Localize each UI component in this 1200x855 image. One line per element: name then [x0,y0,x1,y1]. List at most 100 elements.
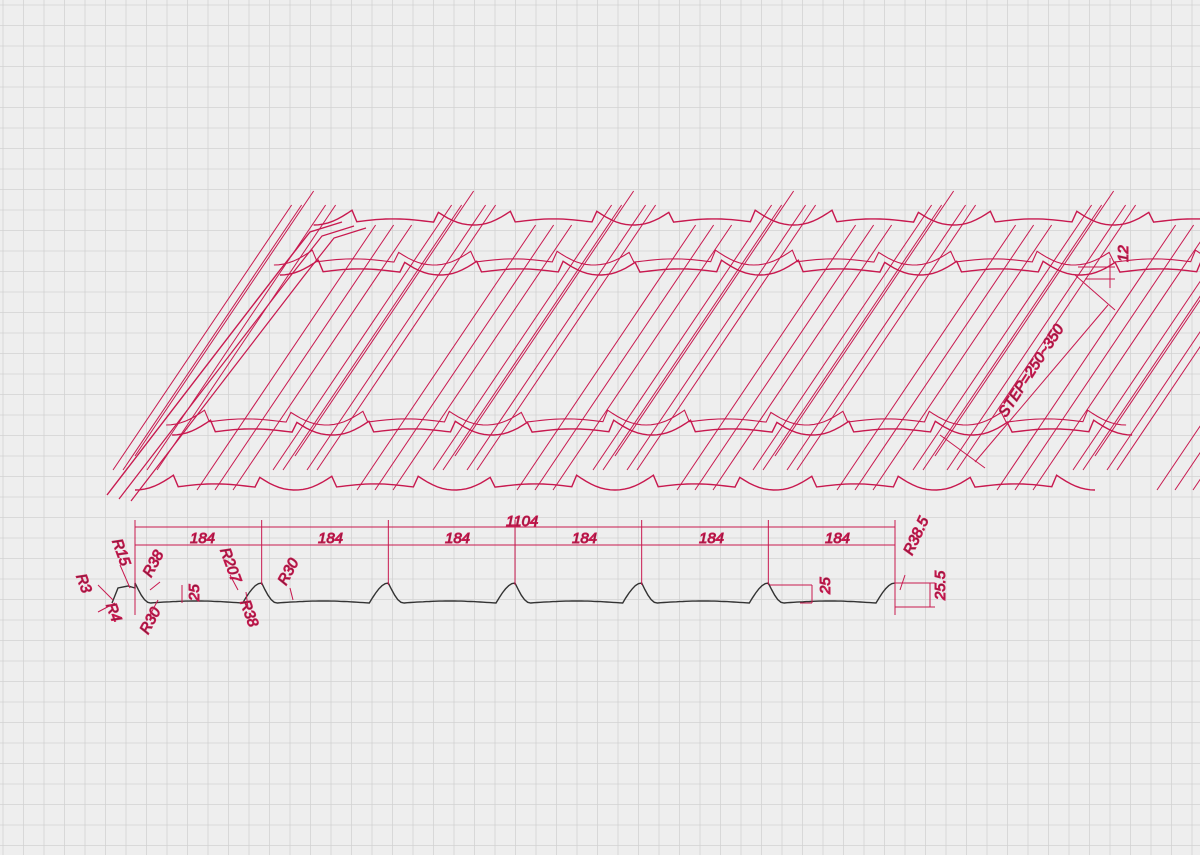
radius-label: R30 [137,604,165,637]
radius-leader-line [899,574,906,591]
sheet-valley-line [516,224,697,491]
sheet-wave-edge [134,474,1096,491]
sheet-side-lap [106,221,343,496]
step-dimension-line [974,304,1109,463]
sheet-ridge-line [786,204,967,471]
sheet-ridge-line [432,204,613,471]
sheet-ridge-line [454,190,635,457]
sheet-wave-edge [172,419,1133,436]
height-label: 25 [817,577,834,595]
sheet-ridge-line [956,204,1137,471]
step-label: STEP=250~350 [995,321,1068,420]
sheet-ridge-line [442,204,623,471]
sheet-valley-line [1032,241,1200,491]
segment-width-label: 184 [318,530,343,547]
sheet-ridge-line [306,204,487,471]
sheet-wave-edge [313,209,1200,226]
radius-label: R30 [275,555,303,588]
sheet-ridge-line [156,204,337,471]
radius-label: R38 [140,547,168,580]
radius-leader-line [119,564,131,589]
sheet-valley-line [534,224,715,491]
radius-label: R3 [72,572,95,596]
sheet-valley-line [196,224,377,491]
sheet-ridge-line [912,204,1093,471]
height-label: 25.5 [932,570,949,601]
sheet-ridge-line [476,204,657,471]
sheet-valley-line [996,224,1177,491]
radius-leader-line [229,574,239,591]
sheet-ridge-line [592,204,773,471]
radius-leader-line [289,587,294,601]
sheet-valley-line [1014,224,1195,491]
radius-label: R15 [108,537,134,569]
sheet-valley-line [694,224,875,491]
step-extension-line [939,434,986,469]
radius-leader-line [97,602,116,613]
radius-leader-line [245,591,249,609]
sheet-ridge-line [946,204,1127,471]
segment-width-label: 184 [572,530,597,547]
radius-label: R4 [102,601,125,625]
sheet-ridge-line [316,204,497,471]
radius-leader-line [149,599,159,616]
sheet-valley-line [214,224,395,491]
sheet-valley-line [232,224,413,491]
sheet-ridge-line [752,204,933,471]
segment-width-label: 184 [190,530,215,547]
sheet-valley-line [392,224,573,491]
sheet-step-edge [166,409,1127,426]
sheet-ridge-line [134,190,315,457]
sheet-side-lap [130,227,367,502]
step-extension-line [1074,274,1116,311]
radius-label: R207 [216,546,244,586]
sheet-ridge-line [774,190,955,457]
sheet-ridge-line [602,204,783,471]
sheet-valley-line [872,224,1053,491]
sheet-valley-line [712,224,893,491]
profile-curve [111,582,896,604]
sheet-side-lap [118,225,355,500]
sheet-ridge-line [636,204,817,471]
height-label: 25 [186,584,203,602]
sheet-valley-line [836,224,1017,491]
sheet-ridge-line [614,190,795,457]
sheet-ridge-line [282,204,463,471]
profile-dimensions: 1104 184 184 184 184 184 184 25 25 25.5 … [72,513,950,638]
sheet-ridge-line [626,204,807,471]
sheet-ridge-line [146,204,327,471]
segment-width-label: 184 [445,530,470,547]
sheet-ridge-line [1072,280,1200,471]
sheet-valley-line [552,224,733,491]
sheet-ridge-line [272,204,453,471]
sheet-wave-edge [279,259,1200,276]
sheet-ridge-line [1106,331,1200,471]
sheet-ridge-line [1116,345,1200,471]
sheet-ridge-line [1094,299,1200,457]
sheet-ridge-line [466,204,647,471]
radius-leader-line [97,584,114,601]
sheet-valley-line [374,224,555,491]
sheet-ridge-line [762,204,943,471]
cross-section-profile [111,582,896,604]
sheet-ridge-line [922,204,1103,471]
sheet-ridge-line [122,204,303,471]
radius-leader-line [149,581,161,591]
sheet-valley-line [854,224,1035,491]
sheet-ridge-line [1082,295,1200,471]
total-width-label: 1104 [506,513,538,530]
segment-width-label: 184 [699,530,724,547]
step-height-label: 12 [1115,245,1132,262]
sheet-ridge-line [112,204,293,471]
sheet-valley-line [1156,425,1200,491]
radius-label: R38 [236,598,262,630]
segment-width-label: 184 [825,530,850,547]
sheet-valley-line [356,224,537,491]
sheet-valley-line [676,224,857,491]
sheet-ridge-line [796,204,977,471]
metal-tile-sheet-3d-view [106,190,1200,502]
sheet-ridge-line [934,190,1115,457]
